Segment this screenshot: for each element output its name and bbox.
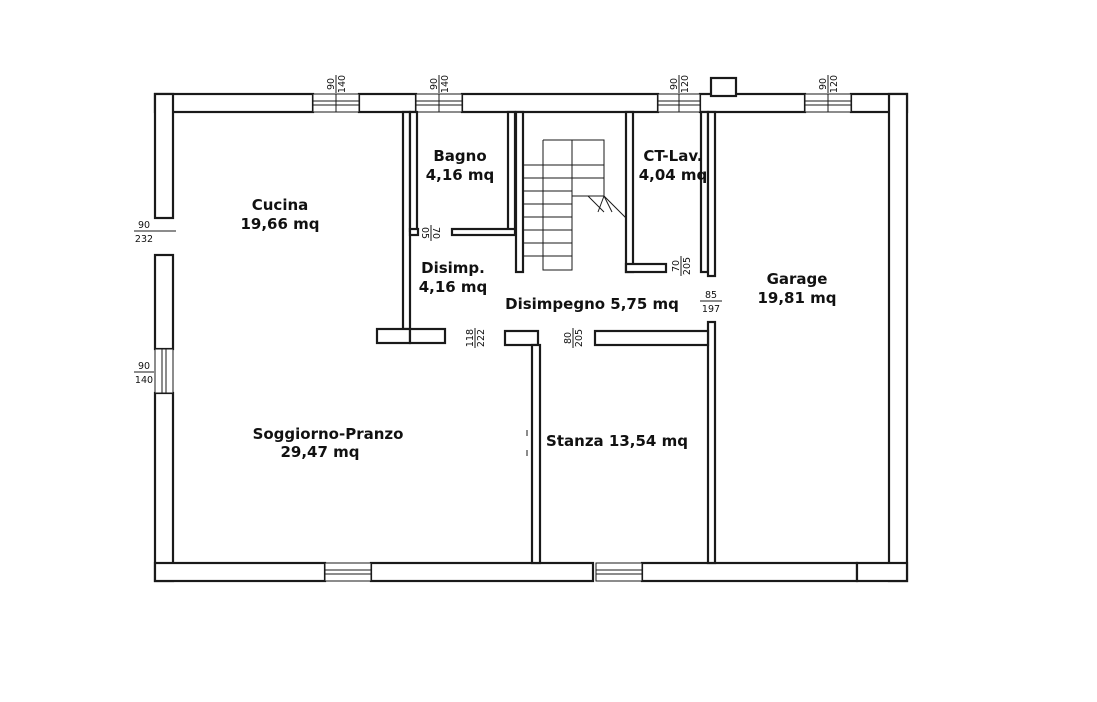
- dim-door-garage: 85 197: [700, 290, 722, 315]
- dim-top: 70: [671, 260, 682, 272]
- room-name-bagno: Bagno: [433, 147, 486, 165]
- dim-bottom: 205: [574, 329, 585, 347]
- room-area-disimp: 4,16 mq: [419, 278, 488, 296]
- outer-wall-left-3: [153, 391, 175, 583]
- wall-bagno-left: [408, 110, 419, 233]
- dim-door-bagno: 70 05: [419, 225, 441, 241]
- dim-win-ctlav-top: 90 120: [669, 75, 691, 93]
- dim-bottom: 140: [337, 75, 348, 93]
- dim-top: 90: [138, 361, 150, 372]
- outer-wall-right: [887, 92, 909, 583]
- outer-wall-top-1: [153, 92, 315, 114]
- outer-wall-bottom-2: [369, 561, 595, 583]
- dim-bottom: 120: [680, 75, 691, 93]
- dim-top: 80: [563, 332, 574, 344]
- dim-bottom: 120: [829, 75, 840, 93]
- room-name-soggiorno: Soggiorno-Pranzo: [253, 425, 404, 443]
- dim-win-garage-top: 90 120: [818, 75, 840, 93]
- staircase: [523, 139, 627, 271]
- wall-ctlav-bottom: [624, 262, 668, 274]
- wall-ctlav-left: [624, 110, 635, 274]
- room-area-soggiorno: 29,47 mq: [280, 443, 359, 461]
- chimney: [709, 76, 738, 98]
- dim-top: 118: [465, 329, 476, 347]
- dim-top: 90: [429, 78, 440, 90]
- wall-garage-left-top: [706, 110, 717, 278]
- wall-bagno-bottom: [450, 227, 517, 237]
- dim-win-soggiorno-left: 90 140: [134, 361, 154, 386]
- dim-top: 70: [430, 227, 441, 239]
- wall-stanza-top-right: [593, 329, 710, 347]
- outer-wall-top-3: [460, 92, 660, 114]
- dim-door-cucina-left: 90 232: [134, 220, 176, 245]
- wall-stanza-left: [530, 343, 542, 565]
- dim-bottom: 205: [682, 257, 693, 275]
- dim-top: 90: [669, 78, 680, 90]
- room-name-cucina: Cucina: [252, 196, 309, 214]
- outer-wall-left-1: [153, 92, 175, 220]
- room-area-cucina: 19,66 mq: [240, 215, 319, 233]
- room-area-ctlav: 4,04 mq: [639, 166, 708, 184]
- dim-top: 90: [138, 220, 150, 231]
- dim-bottom: 232: [135, 234, 153, 245]
- room-name-disimp: Disimp.: [421, 259, 485, 277]
- dim-door-soggiorno: 118 222: [465, 328, 487, 348]
- outer-wall-left-2: [153, 253, 175, 351]
- dim-top: 90: [326, 78, 337, 90]
- dim-win-cucina-top: 90 140: [326, 75, 348, 93]
- wall-garage-left-bottom: [706, 320, 717, 565]
- outer-wall-bottom-3: [640, 561, 859, 583]
- dim-bottom: 222: [476, 329, 487, 347]
- room-area-garage: 19,81 mq: [757, 289, 836, 307]
- dim-top: 90: [818, 78, 829, 90]
- wall-stub-mid: [408, 327, 447, 345]
- windows: [154, 93, 852, 582]
- wall-stanza-top-left: [503, 329, 540, 347]
- wall-stair-left: [514, 110, 525, 274]
- wall-stub-left: [375, 327, 412, 345]
- wall-bagno-right: [506, 110, 517, 233]
- dim-bottom: 05: [419, 227, 430, 239]
- wall-bagno-bottom-stub: [408, 227, 420, 237]
- room-name-ctlav: CT-Lav.: [643, 147, 702, 165]
- dim-door-stanza: 80 205: [563, 328, 585, 348]
- dim-bottom: 197: [702, 304, 720, 315]
- interior-walls: [375, 110, 717, 565]
- dim-bottom: 140: [440, 75, 451, 93]
- outer-wall-bottom-4: [855, 561, 909, 583]
- dim-win-bagno-top: 90 140: [429, 75, 451, 93]
- dim-door-ctlav: 70 205: [671, 256, 693, 276]
- dim-top: 85: [705, 290, 717, 301]
- window-soggiorno-bottom: [324, 562, 372, 582]
- room-area-bagno: 4,16 mq: [426, 166, 495, 184]
- room-label-stanza: Stanza 13,54 mq: [546, 432, 688, 450]
- dim-bottom: 140: [135, 375, 153, 386]
- outer-wall-top-2: [357, 92, 418, 114]
- window-soggiorno-left: [154, 348, 174, 394]
- window-stanza-bottom: [595, 562, 643, 582]
- room-name-garage: Garage: [767, 270, 828, 288]
- room-label-disimpegno: Disimpegno 5,75 mq: [505, 295, 679, 313]
- outer-wall-bottom-1: [153, 561, 327, 583]
